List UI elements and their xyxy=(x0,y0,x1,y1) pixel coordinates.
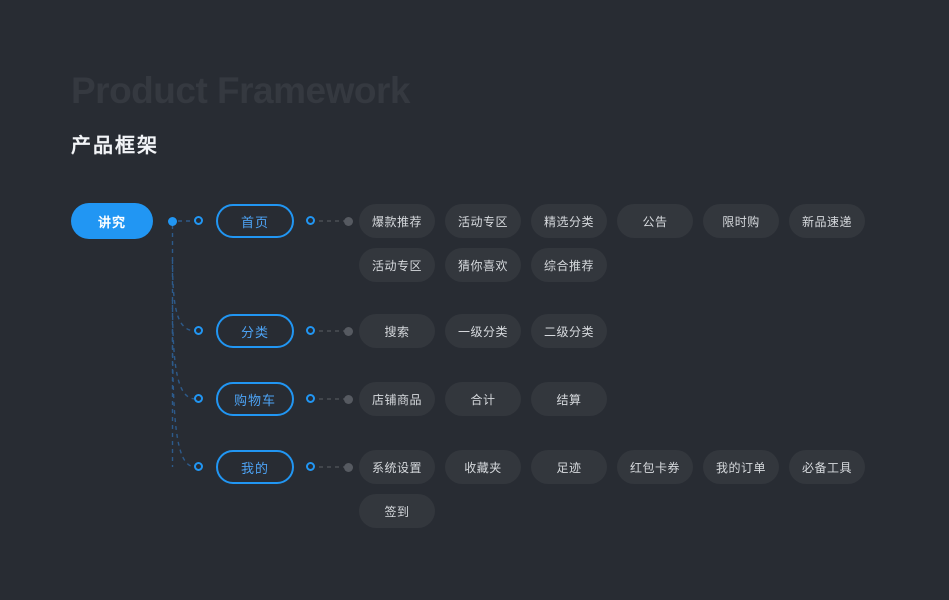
branch-ring-category xyxy=(194,326,203,335)
leaf-pill[interactable]: 足迹 xyxy=(531,450,607,484)
edge-root-to-cart xyxy=(171,299,197,400)
branch-ring-cart xyxy=(194,394,203,403)
leaf-pill[interactable]: 红包卡券 xyxy=(617,450,693,484)
leaf-pill[interactable]: 限时购 xyxy=(703,204,779,238)
leaf-pill[interactable]: 新品速递 xyxy=(789,204,865,238)
leaf-ring-category xyxy=(306,326,315,335)
page-title-english: Product Framework xyxy=(71,70,410,111)
category-node-cart[interactable]: 购物车 xyxy=(216,382,294,416)
leaf-group-home: 爆款推荐 活动专区 精选分类 公告 限时购 新品速递 活动专区 猜你喜欢 综合推… xyxy=(359,204,879,282)
leaf-pill[interactable]: 综合推荐 xyxy=(531,248,607,282)
leaf-group-cart: 店铺商品 合计 结算 xyxy=(359,382,879,416)
leaf-dot-mine xyxy=(344,463,353,472)
leaf-pill[interactable]: 精选分类 xyxy=(531,204,607,238)
leaf-pill[interactable]: 合计 xyxy=(445,382,521,416)
leaf-pill[interactable]: 活动专区 xyxy=(359,248,435,282)
category-node-category[interactable]: 分类 xyxy=(216,314,294,348)
leaf-pill[interactable]: 一级分类 xyxy=(445,314,521,348)
leaf-dot-category xyxy=(344,327,353,336)
branch-ring-mine xyxy=(194,462,203,471)
leaf-pill[interactable]: 爆款推荐 xyxy=(359,204,435,238)
leaf-pill[interactable]: 二级分类 xyxy=(531,314,607,348)
leaf-group-mine: 系统设置 收藏夹 足迹 红包卡券 我的订单 必备工具 签到 xyxy=(359,450,879,528)
root-branch-dot xyxy=(168,217,177,226)
leaf-pill[interactable]: 店铺商品 xyxy=(359,382,435,416)
leaf-pill[interactable]: 结算 xyxy=(531,382,607,416)
category-node-mine[interactable]: 我的 xyxy=(216,450,294,484)
leaf-pill[interactable]: 签到 xyxy=(359,494,435,528)
leaf-pill[interactable]: 猜你喜欢 xyxy=(445,248,521,282)
leaf-pill[interactable]: 系统设置 xyxy=(359,450,435,484)
leaf-dot-home xyxy=(344,217,353,226)
leaf-pill[interactable]: 公告 xyxy=(617,204,693,238)
page-title-chinese: 产品框架 xyxy=(71,135,159,157)
branch-ring-home xyxy=(194,216,203,225)
page-header: Product Framework 产品框架 xyxy=(71,68,410,160)
leaf-dot-cart xyxy=(344,395,353,404)
leaf-group-category: 搜索 一级分类 二级分类 xyxy=(359,314,879,348)
edge-root-to-mine xyxy=(171,329,197,468)
leaf-ring-home xyxy=(306,216,315,225)
leaf-pill[interactable]: 我的订单 xyxy=(703,450,779,484)
root-node[interactable]: 讲究 xyxy=(71,203,153,239)
leaf-pill[interactable]: 收藏夹 xyxy=(445,450,521,484)
leaf-ring-cart xyxy=(306,394,315,403)
leaf-pill[interactable]: 必备工具 xyxy=(789,450,865,484)
leaf-pill[interactable]: 搜索 xyxy=(359,314,435,348)
edge-root-to-category xyxy=(171,259,197,332)
category-node-home[interactable]: 首页 xyxy=(216,204,294,238)
leaf-pill[interactable]: 活动专区 xyxy=(445,204,521,238)
leaf-ring-mine xyxy=(306,462,315,471)
